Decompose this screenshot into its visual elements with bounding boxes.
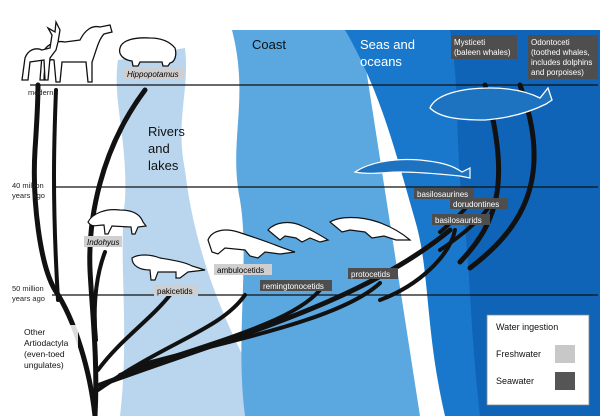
basilosaurids-tag: basilosaurids: [432, 214, 490, 225]
other-artiodactyla-label: Other Artiodactyla (even-toed ungulates): [22, 325, 78, 375]
svg-text:(even-toed: (even-toed: [24, 349, 65, 359]
baleen-whale-silhouette: [429, 86, 553, 121]
odontoceti-tag: Odontoceti (toothed whales, includes dol…: [528, 35, 598, 79]
svg-text:basilosaurids: basilosaurids: [435, 216, 482, 225]
hippo-tag: Hippopotamus: [124, 68, 184, 79]
svg-text:Hippopotamus: Hippopotamus: [127, 70, 179, 79]
indohyus-silhouette: [87, 209, 148, 235]
svg-text:remingtonocetids: remingtonocetids: [263, 282, 324, 291]
ambulocetid-silhouette: [207, 229, 296, 259]
pakicetids-tag: pakicetids: [154, 285, 198, 296]
mysticeti-tag: Mysticeti (baleen whales): [451, 35, 517, 59]
remingtonocetids-tag: remingtonocetids: [260, 280, 332, 291]
legend-title: Water ingestion: [496, 322, 558, 332]
svg-text:pakicetids: pakicetids: [157, 287, 193, 296]
seas-label-line1: Seas and: [360, 37, 415, 52]
svg-text:and porpoises): and porpoises): [531, 68, 584, 77]
modern-label: modern: [28, 88, 53, 97]
svg-text:protocetids: protocetids: [351, 270, 390, 279]
seas-label-line2: oceans: [360, 54, 402, 69]
rivers-label-line3: lakes: [148, 158, 179, 173]
svg-text:basilosaurines: basilosaurines: [417, 190, 468, 199]
indohyus-tag: Indohyus: [84, 236, 122, 247]
svg-text:includes dolphins: includes dolphins: [531, 58, 592, 67]
svg-text:ungulates): ungulates): [24, 360, 64, 370]
legend-freshwater-swatch: [555, 345, 575, 363]
svg-text:Other: Other: [24, 327, 45, 337]
50mya-label-line2: years ago: [12, 294, 45, 303]
pakicetid-silhouette: [131, 254, 206, 281]
dorudontines-tag: dorudontines: [450, 198, 508, 209]
hippo-silhouette: [118, 37, 177, 67]
deer-camel-silhouette: [21, 19, 113, 83]
coast-label: Coast: [252, 37, 286, 52]
basilosaurines-tag: basilosaurines: [414, 188, 474, 199]
legend-seawater-label: Seawater: [496, 376, 534, 386]
svg-text:Artiodactyla: Artiodactyla: [24, 338, 69, 348]
protocetids-tag: protocetids: [348, 268, 398, 279]
svg-text:Odontoceti: Odontoceti: [531, 38, 570, 47]
remingtonocetid-silhouette: [267, 221, 330, 243]
basilosaurus-silhouette: [353, 158, 471, 179]
svg-text:(toothed whales,: (toothed whales,: [531, 48, 590, 57]
protocetid-silhouette: [328, 216, 412, 241]
legend-seawater-swatch: [555, 372, 575, 390]
40mya-label-line2: years ago: [12, 191, 45, 200]
svg-text:Mysticeti: Mysticeti: [454, 38, 485, 47]
svg-text:dorudontines: dorudontines: [453, 200, 499, 209]
ambulocetids-tag: ambulocetids: [214, 264, 272, 275]
svg-text:(baleen whales): (baleen whales): [454, 48, 511, 57]
svg-text:Indohyus: Indohyus: [87, 238, 119, 247]
50mya-label-line1: 50 million: [12, 284, 44, 293]
40mya-label-line1: 40 million: [12, 181, 44, 190]
legend-freshwater-label: Freshwater: [496, 349, 541, 359]
svg-text:ambulocetids: ambulocetids: [217, 266, 264, 275]
rivers-label-line2: and: [148, 141, 170, 156]
rivers-label-line1: Rivers: [148, 124, 185, 139]
legend: Water ingestion Freshwater Seawater: [486, 314, 590, 406]
